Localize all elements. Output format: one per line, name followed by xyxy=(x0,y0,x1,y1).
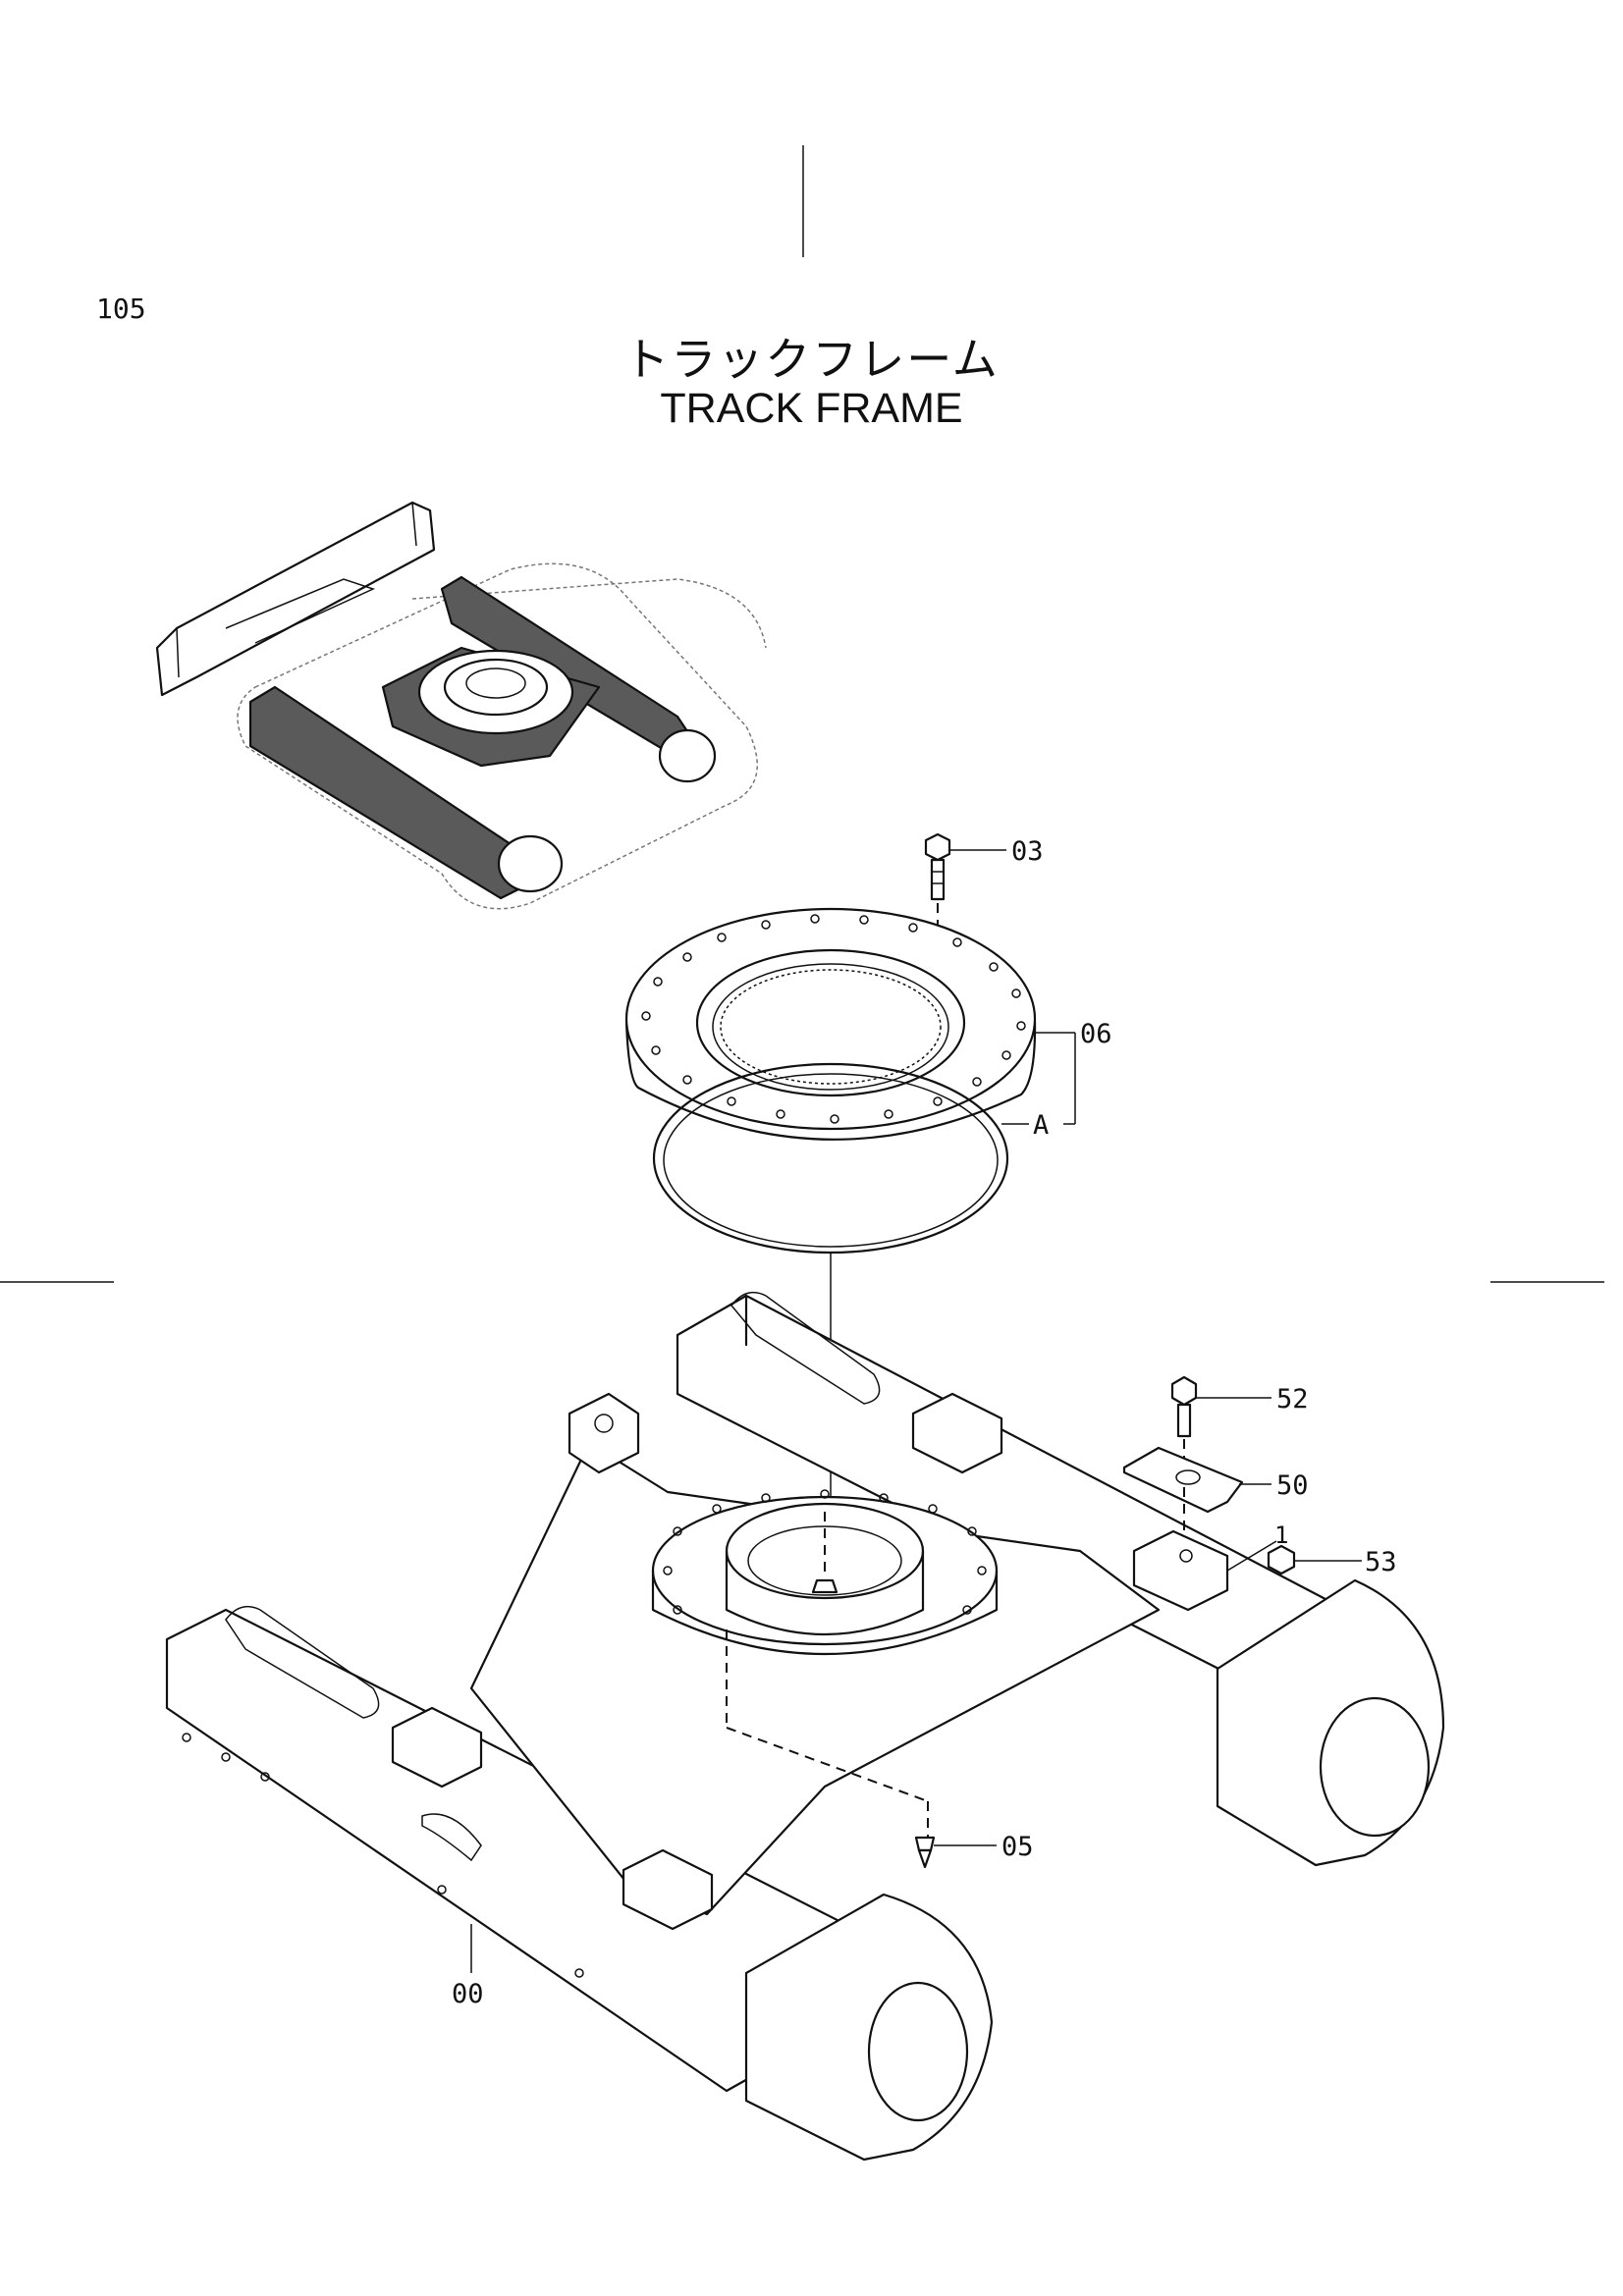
track-frame-part-00 xyxy=(165,1291,1445,2162)
plate-part-50 xyxy=(1122,1446,1271,1541)
callout-a: A xyxy=(1033,1110,1049,1141)
small-index-mark: 1 xyxy=(1274,1522,1288,1549)
callout-52: 52 xyxy=(1276,1384,1309,1415)
page-number: 105 xyxy=(96,293,146,325)
callout-00: 00 xyxy=(452,1979,484,2009)
registration-marks xyxy=(0,145,1604,1283)
bolt-part-52 xyxy=(1170,1375,1271,1472)
overview-thumbnail xyxy=(155,501,767,910)
page-title-english: TRACK FRAME xyxy=(660,385,963,432)
mount-block xyxy=(1132,1529,1277,1612)
grease-fitting-part-05 xyxy=(914,1836,997,1869)
slewing-bearing-part-06 xyxy=(624,907,1076,1512)
page-title-japanese: トラックフレーム xyxy=(623,333,1000,386)
callout-06: 06 xyxy=(1080,1019,1112,1049)
callout-53: 53 xyxy=(1365,1547,1397,1577)
callout-50: 50 xyxy=(1276,1470,1309,1501)
nut-part-53 xyxy=(1267,1544,1362,1575)
callout-05: 05 xyxy=(1001,1832,1034,1862)
callout-03: 03 xyxy=(1011,836,1044,867)
